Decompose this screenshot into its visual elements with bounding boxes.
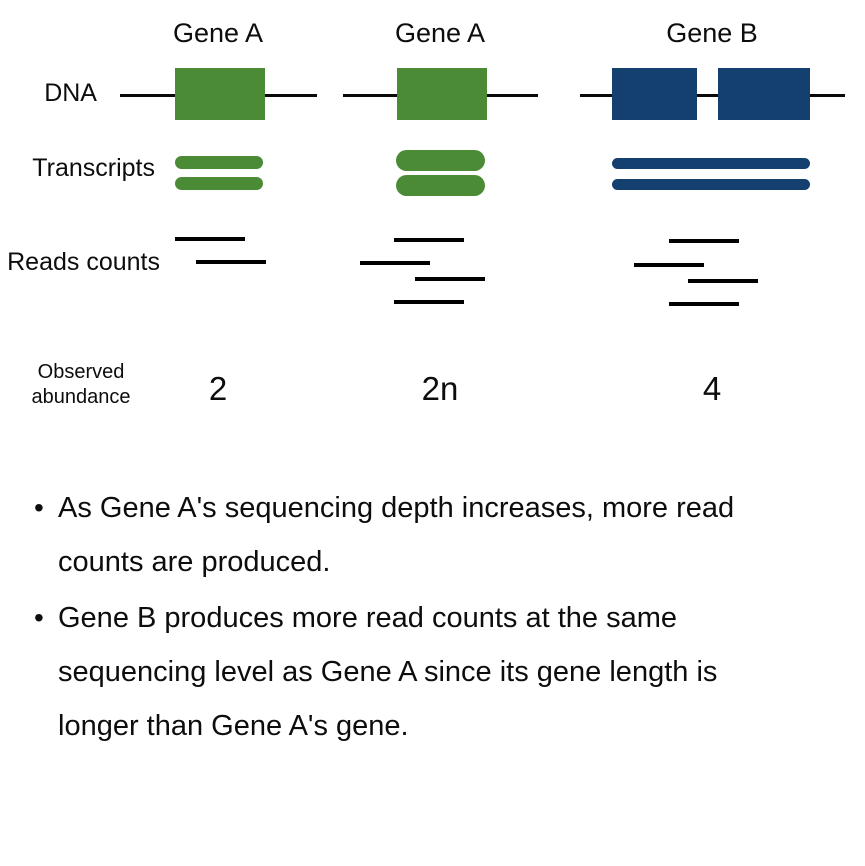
abundance-value-col3: 4 [702,370,722,407]
read-segment-col3-2 [634,263,704,267]
transcript-gene-a-col1-1 [175,156,263,169]
bullet-item-1: • As Gene A's sequencing depth increases… [28,481,838,589]
read-segment-col3-1 [669,239,739,243]
abundance-value-col2: 2n [421,370,459,407]
explanation-bullet-list: • As Gene A's sequencing depth increases… [28,481,838,755]
dna-backbone-line-3 [580,94,845,97]
observed-abundance-line-1: Observed [37,361,125,383]
column-title-2: Gene A [394,18,486,48]
read-segment-col3-3 [688,279,758,283]
transcript-gene-a-col2-2 [396,175,485,196]
exon-box-gene-a-col1 [175,68,265,120]
abundance-value-col1: 2 [208,370,228,407]
read-segment-col2-1 [394,238,464,242]
transcript-gene-b-2 [612,179,810,190]
row-label-observed-abundance: Observed abundance [6,360,156,410]
bullet-item-2: • Gene B produces more read counts at th… [28,591,838,753]
row-label-dna: DNA [44,79,97,107]
transcript-gene-a-col1-2 [175,177,263,190]
transcript-gene-b-1 [612,158,810,169]
observed-abundance-line-2: abundance [31,386,131,408]
read-segment-col3-4 [669,302,739,306]
exon-box-gene-a-col2 [397,68,487,120]
row-label-transcripts: Transcripts [32,154,155,182]
column-title-1: Gene A [172,18,264,48]
exon-box-gene-b-left [612,68,697,120]
read-segment-col2-4 [394,300,464,304]
column-title-3: Gene B [666,18,758,48]
bullet-text-1: As Gene A's sequencing depth increases, … [58,492,735,578]
bullet-marker-icon: • [34,492,44,523]
read-segment-col1-2 [196,260,266,264]
read-segment-col1-1 [175,237,245,241]
read-segment-col2-3 [415,277,485,281]
exon-box-gene-b-right [718,68,810,120]
bullet-text-2: Gene B produces more read counts at the … [58,602,718,742]
row-label-reads-counts: Reads counts [7,248,160,276]
bullet-marker-icon: • [34,602,44,633]
read-segment-col2-2 [360,261,430,265]
transcript-gene-a-col2-1 [396,150,485,171]
